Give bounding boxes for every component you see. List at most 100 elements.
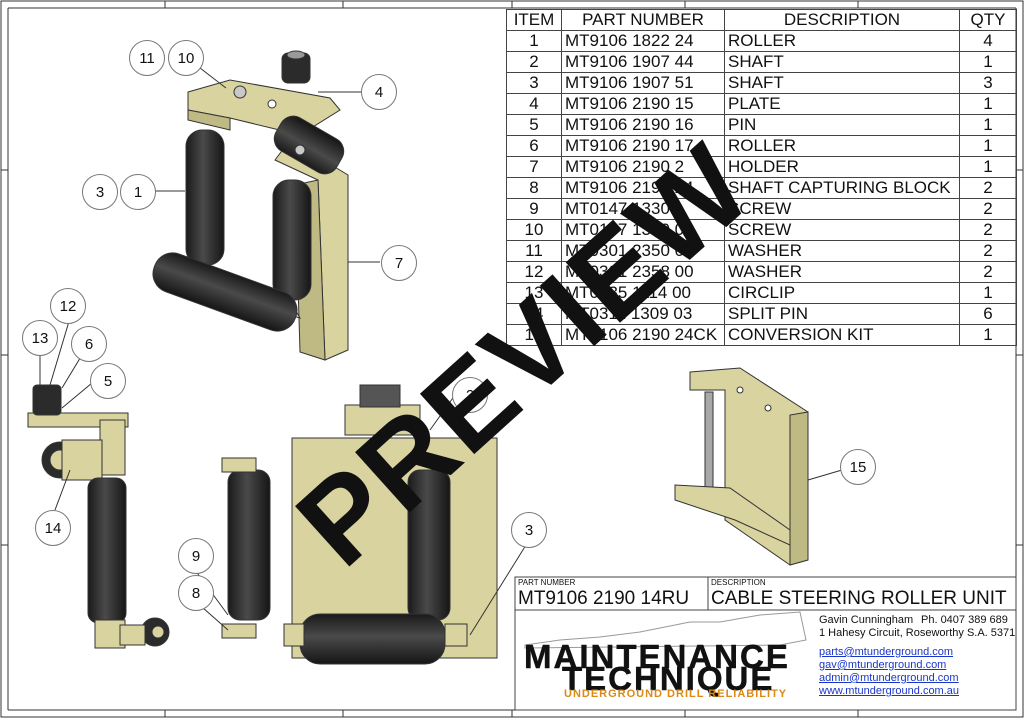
qty-cell: 2 [959, 261, 1017, 283]
qty-cell: 2 [959, 177, 1017, 199]
company-logo-line1: MAINTENANCE [524, 638, 790, 676]
part-cell: MT0301 2350 00 [561, 240, 725, 262]
part-cell: MT9106 1822 24 [561, 30, 725, 52]
qty-cell: 1 [959, 135, 1017, 157]
balloon-2: 2 [452, 377, 488, 413]
header-item: ITEM [506, 9, 562, 31]
balloon-12: 12 [50, 288, 86, 324]
iso-view [152, 50, 349, 361]
item-cell: 5 [506, 114, 562, 136]
email-gav-link[interactable]: gav@mtunderground.com [819, 659, 947, 671]
description-cell: SCREW [724, 219, 960, 241]
part-cell: MT9106 2190 17 [561, 135, 725, 157]
description-cell: PIN [724, 114, 960, 136]
description-value: CABLE STEERING ROLLER UNIT [711, 588, 1007, 609]
company-logo-line2: TECHNIQUE [562, 660, 775, 698]
description-cell: WASHER [724, 261, 960, 283]
qty-cell: 6 [959, 303, 1017, 325]
item-cell: 6 [506, 135, 562, 157]
email-parts-link[interactable]: parts@mtunderground.com [819, 646, 954, 658]
header-description: DESCRIPTION [724, 9, 960, 31]
part-cell: MT0147 1330 [561, 198, 725, 220]
balloon-1: 1 [120, 174, 156, 210]
front-view [221, 384, 498, 665]
balloon-15: 15 [840, 449, 876, 485]
header-part-number: PART NUMBER [561, 9, 725, 31]
item-cell: 8 [506, 177, 562, 199]
item-cell: 12 [506, 261, 562, 283]
balloon-6: 6 [71, 326, 107, 362]
item-cell: 9 [506, 198, 562, 220]
description-cell: ROLLER [724, 30, 960, 52]
description-cell: HOLDER [724, 156, 960, 178]
balloon-8: 8 [178, 575, 214, 611]
qty-cell: 1 [959, 114, 1017, 136]
part-cell: MT9106 1907 44 [561, 51, 725, 73]
balloon-10: 10 [168, 40, 204, 76]
balloon-4: 4 [361, 74, 397, 110]
part-cell: MT9106 2190 2 [561, 156, 725, 178]
balloon-7: 7 [381, 245, 417, 281]
qty-cell: 1 [959, 282, 1017, 304]
item-cell: 2 [506, 51, 562, 73]
qty-cell: 4 [959, 30, 1017, 52]
part-cell: MT9106 2190 15 [561, 93, 725, 115]
description-cell: SHAFT CAPTURING BLOCK [724, 177, 960, 199]
description-cell: WASHER [724, 240, 960, 262]
conversion-kit-view [674, 367, 809, 566]
item-cell: 3 [506, 72, 562, 94]
item-cell: 13 [506, 282, 562, 304]
part-cell: MT9106 2190 16 [561, 114, 725, 136]
balloon-5: 5 [90, 363, 126, 399]
balloon-3-front: 3 [511, 512, 547, 548]
website-link[interactable]: www.mtunderground.com.au [819, 685, 960, 697]
qty-cell: 3 [959, 72, 1017, 94]
part-cell: MT9106 2190 24 [561, 177, 725, 199]
item-cell: 14 [506, 303, 562, 325]
description-cell: ROLLER [724, 135, 960, 157]
bom-header-row: ITEM PART NUMBER DESCRIPTION QTY [506, 9, 1017, 31]
description-cell: CONVERSION KIT [724, 324, 960, 346]
side-view [27, 384, 170, 649]
part-cell: MT0301 2358 00 [561, 261, 725, 283]
description-cell: CIRCLIP [724, 282, 960, 304]
contact-address: 1 Hahesy Circuit, Roseworthy S.A. 5371 [819, 627, 1016, 639]
item-cell: 1 [506, 30, 562, 52]
part-number-value: MT9106 2190 14RU [518, 588, 690, 609]
contact-phone: Ph. 0407 389 689 [921, 614, 1008, 626]
qty-cell: 2 [959, 219, 1017, 241]
part-cell: MT0311 1309 03 [561, 303, 725, 325]
qty-cell: 1 [959, 156, 1017, 178]
part-number-label: PART NUMBER [518, 578, 576, 587]
item-cell: 10 [506, 219, 562, 241]
part-cell: MT9106 1907 51 [561, 72, 725, 94]
qty-cell: 1 [959, 51, 1017, 73]
part-cell: MT0335 1114 00 [561, 282, 725, 304]
description-label: DESCRIPTION [711, 578, 766, 587]
item-cell: 11 [506, 240, 562, 262]
item-cell: 15 [506, 324, 562, 346]
part-cell: MT0147 1360 03 [561, 219, 725, 241]
balloon-11: 11 [129, 40, 165, 76]
balloon-9: 9 [178, 538, 214, 574]
balloon-13: 13 [22, 320, 58, 356]
balloon-3: 3 [82, 174, 118, 210]
description-cell: PLATE [724, 93, 960, 115]
part-cell: MT9106 2190 24CK [561, 324, 725, 346]
email-admin-link[interactable]: admin@mtunderground.com [819, 672, 959, 684]
item-cell: 4 [506, 93, 562, 115]
header-qty: QTY [959, 9, 1017, 31]
